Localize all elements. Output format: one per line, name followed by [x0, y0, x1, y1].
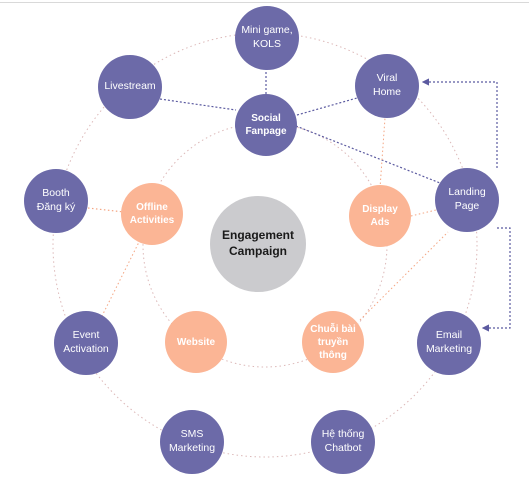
node-booth-dang-ky: Booth Đăng ký: [24, 169, 88, 233]
connector-event-offline: [99, 239, 141, 321]
node-offline-activities: Offline Activities: [121, 183, 183, 245]
node-livestream: Livestream: [98, 55, 162, 119]
node-landing-page: Landing Page: [435, 168, 499, 232]
node-display-ads: Display Ads: [349, 185, 411, 247]
arrow-landing-viral: [421, 78, 498, 168]
arrow-landing-email: [481, 227, 511, 332]
connector-display-landing: [410, 209, 437, 217]
connector-chuoi-landing: [359, 231, 449, 321]
connector-booth-offline: [87, 207, 125, 213]
node-event-activation: Event Activation: [54, 311, 118, 375]
node-social-fanpage: Social Fanpage: [235, 94, 297, 156]
connector-social-viral: [296, 97, 358, 116]
connector-social-landing: [295, 125, 441, 184]
node-sms-marketing: SMS Marketing: [160, 410, 224, 474]
node-email-marketing: Email Marketing: [417, 311, 481, 375]
outer-ring: [52, 32, 478, 458]
node-chuoi-bai-truyen-thong: Chuỗi bài truyền thông: [302, 311, 364, 373]
connector-livestream-social: [159, 98, 237, 111]
node-engagement-campaign: Engagement Campaign: [210, 196, 306, 292]
node-website: Website: [165, 311, 227, 373]
node-he-thong-chatbot: Hệ thống Chatbot: [311, 410, 375, 474]
node-viral-home: Viral Home: [355, 54, 419, 118]
node-mini-game-kols: Mini game, KOLS: [235, 6, 299, 70]
top-divider: [0, 2, 529, 3]
